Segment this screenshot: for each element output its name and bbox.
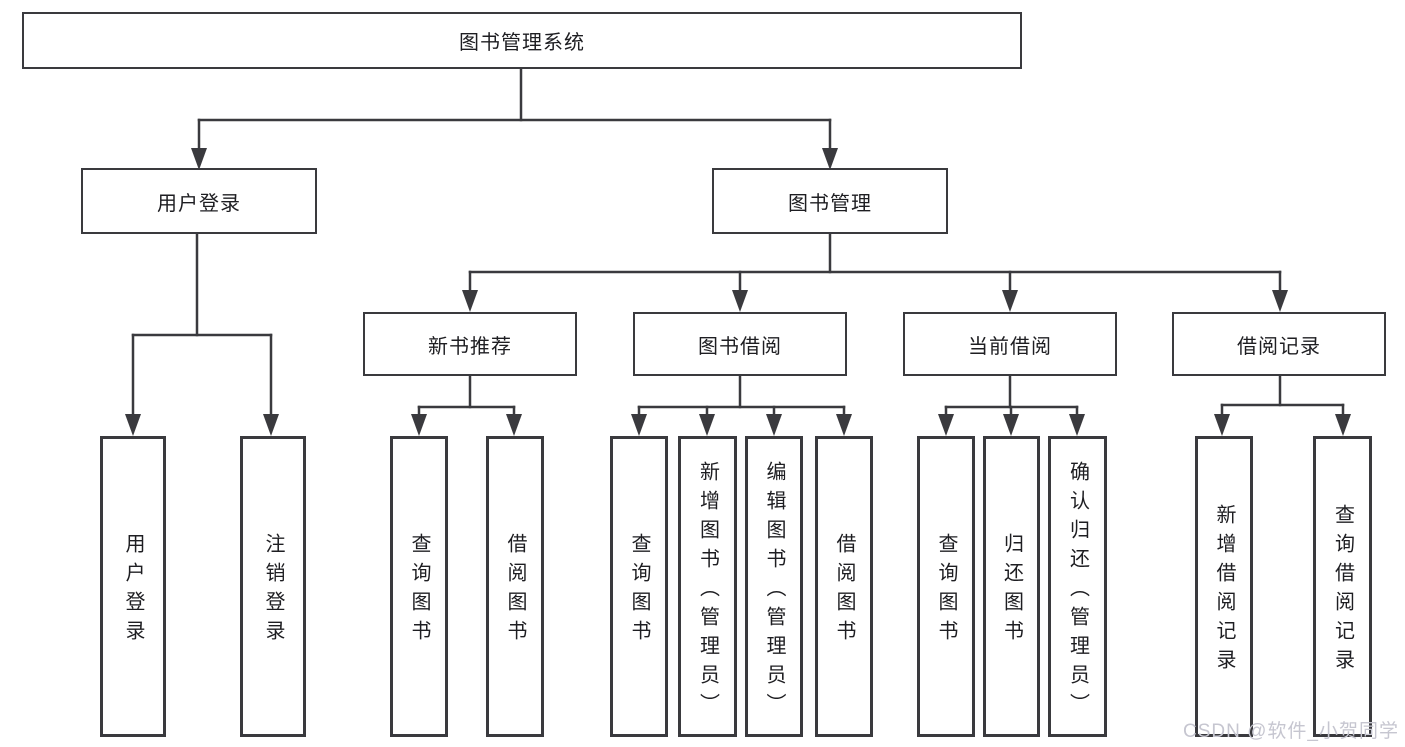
- arrowhead-down-icon: [263, 414, 279, 436]
- leaf-borrow-books-2: 借阅图书: [815, 436, 873, 737]
- arrowhead-down-icon: [1002, 290, 1018, 312]
- arrowhead-down-icon: [1003, 414, 1019, 436]
- leaf-query-books-2-label: 查询图书: [628, 533, 650, 649]
- arrowhead-down-icon: [1214, 414, 1230, 436]
- arrowhead-down-icon: [766, 414, 782, 436]
- leaf-edit-books-admin: 编辑图书（管理员）: [745, 436, 803, 737]
- arrowhead-down-icon: [191, 148, 207, 170]
- leaf-edit-books-admin-label: 编辑图书（管理员）: [763, 460, 785, 722]
- arrowhead-down-icon: [506, 414, 522, 436]
- arrowhead-down-icon: [631, 414, 647, 436]
- leaf-add-books-admin: 新增图书（管理员）: [678, 436, 737, 737]
- leaf-user-login: 用户登录: [100, 436, 166, 737]
- leaf-query-borrow-record: 查询借阅记录: [1313, 436, 1372, 737]
- arrowhead-down-icon: [411, 414, 427, 436]
- node-book-management: 图书管理: [712, 168, 948, 234]
- node-current-borrowing: 当前借阅: [903, 312, 1117, 376]
- leaf-query-books-3: 查询图书: [917, 436, 975, 737]
- arrowhead-down-icon: [1069, 414, 1085, 436]
- arrowhead-down-icon: [462, 290, 478, 312]
- arrowhead-down-icon: [732, 290, 748, 312]
- arrowhead-down-icon: [125, 414, 141, 436]
- leaf-confirm-return-admin-label: 确认归还（管理员）: [1066, 460, 1089, 722]
- node-new-book-recommendation: 新书推荐: [363, 312, 577, 376]
- leaf-query-books-1: 查询图书: [390, 436, 448, 737]
- node-library-management-system: 图书管理系统: [22, 12, 1022, 69]
- leaf-query-books-2: 查询图书: [610, 436, 668, 737]
- leaf-borrow-books-2-label: 借阅图书: [833, 533, 855, 649]
- arrowhead-down-icon: [1272, 290, 1288, 312]
- leaf-logout-label: 注销登录: [262, 533, 284, 649]
- arrowhead-down-icon: [822, 148, 838, 170]
- leaf-query-borrow-record-label: 查询借阅记录: [1331, 504, 1354, 678]
- leaf-query-books-3-label: 查询图书: [935, 533, 957, 649]
- leaf-add-books-admin-label: 新增图书（管理员）: [696, 460, 719, 722]
- arrowhead-down-icon: [836, 414, 852, 436]
- node-borrowing-records: 借阅记录: [1172, 312, 1386, 376]
- leaf-return-books-label: 归还图书: [1000, 533, 1023, 649]
- leaf-add-borrow-record-label: 新增借阅记录: [1213, 504, 1235, 678]
- leaf-add-borrow-record: 新增借阅记录: [1195, 436, 1253, 737]
- leaf-borrow-books-1-label: 借阅图书: [504, 533, 526, 649]
- leaf-borrow-books-1: 借阅图书: [486, 436, 544, 737]
- arrowhead-down-icon: [938, 414, 954, 436]
- arrowhead-down-icon: [1335, 414, 1351, 436]
- node-user-login: 用户登录: [81, 168, 317, 234]
- leaf-user-login-label: 用户登录: [122, 533, 144, 649]
- leaf-confirm-return-admin: 确认归还（管理员）: [1048, 436, 1107, 737]
- arrowhead-down-icon: [699, 414, 715, 436]
- leaf-return-books: 归还图书: [983, 436, 1040, 737]
- leaf-query-books-1-label: 查询图书: [408, 533, 430, 649]
- leaf-logout: 注销登录: [240, 436, 306, 737]
- node-book-borrowing: 图书借阅: [633, 312, 847, 376]
